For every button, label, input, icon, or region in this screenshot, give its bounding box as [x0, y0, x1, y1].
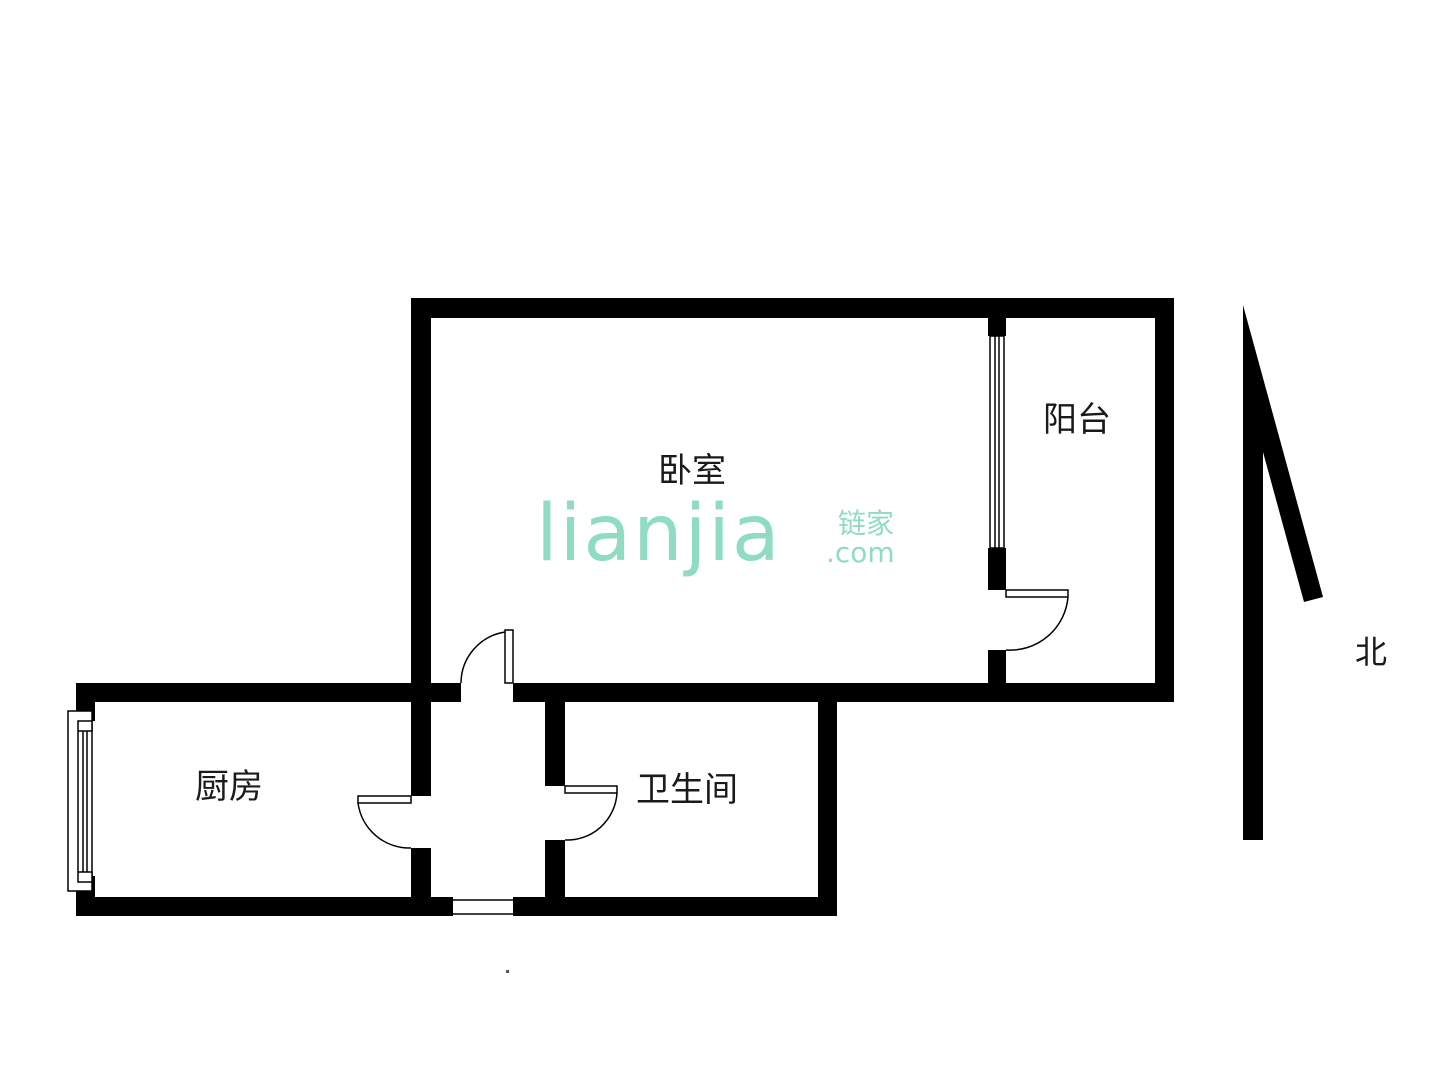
- stray-dot: [506, 970, 509, 973]
- walls: [76, 298, 1174, 916]
- wall-bath-left-bottom: [545, 840, 565, 916]
- wall-corridor-left-bottom: [411, 848, 431, 916]
- wall-bottom-right: [513, 897, 837, 916]
- wall-corridor-left-top: [411, 683, 431, 796]
- room-label-kitchen: 厨房: [195, 767, 263, 807]
- doors: [357, 589, 1069, 915]
- watermark-latin: lianjia: [536, 489, 782, 579]
- watermark-domain: .com: [826, 536, 895, 569]
- door-entrance: [453, 899, 513, 915]
- room-label-bathroom: 卫生间: [636, 770, 738, 810]
- wall-middle-right: [513, 683, 1174, 702]
- watermark-logo: lianjia 链家 .com: [536, 489, 895, 579]
- room-label-bedroom: 卧室: [658, 451, 726, 491]
- room-label-balcony: 阳台: [1043, 400, 1111, 440]
- north-label: 北: [1355, 633, 1387, 671]
- wall-bath-right: [818, 683, 837, 916]
- wall-bedroom-left: [411, 298, 431, 702]
- wall-partition-upper: [988, 318, 1006, 336]
- wall-kitchen-top: [76, 683, 431, 702]
- wall-partition-lower: [988, 650, 1006, 685]
- wall-balcony-right: [1155, 298, 1174, 702]
- wall-bath-left-top: [545, 683, 565, 786]
- wall-top: [411, 298, 1174, 318]
- north-arrow-icon: [1243, 305, 1323, 840]
- wall-bottom-left: [76, 897, 453, 916]
- door-bedroom: [460, 629, 514, 684]
- window-balcony-partition: [989, 335, 1005, 549]
- wall-partition-mid: [988, 548, 1006, 590]
- watermark-chinese: 链家: [838, 507, 894, 540]
- window-kitchen: [67, 710, 93, 892]
- windows: [67, 335, 1005, 892]
- door-balcony: [1005, 589, 1069, 651]
- door-bathroom: [564, 785, 618, 841]
- door-kitchen: [357, 795, 412, 849]
